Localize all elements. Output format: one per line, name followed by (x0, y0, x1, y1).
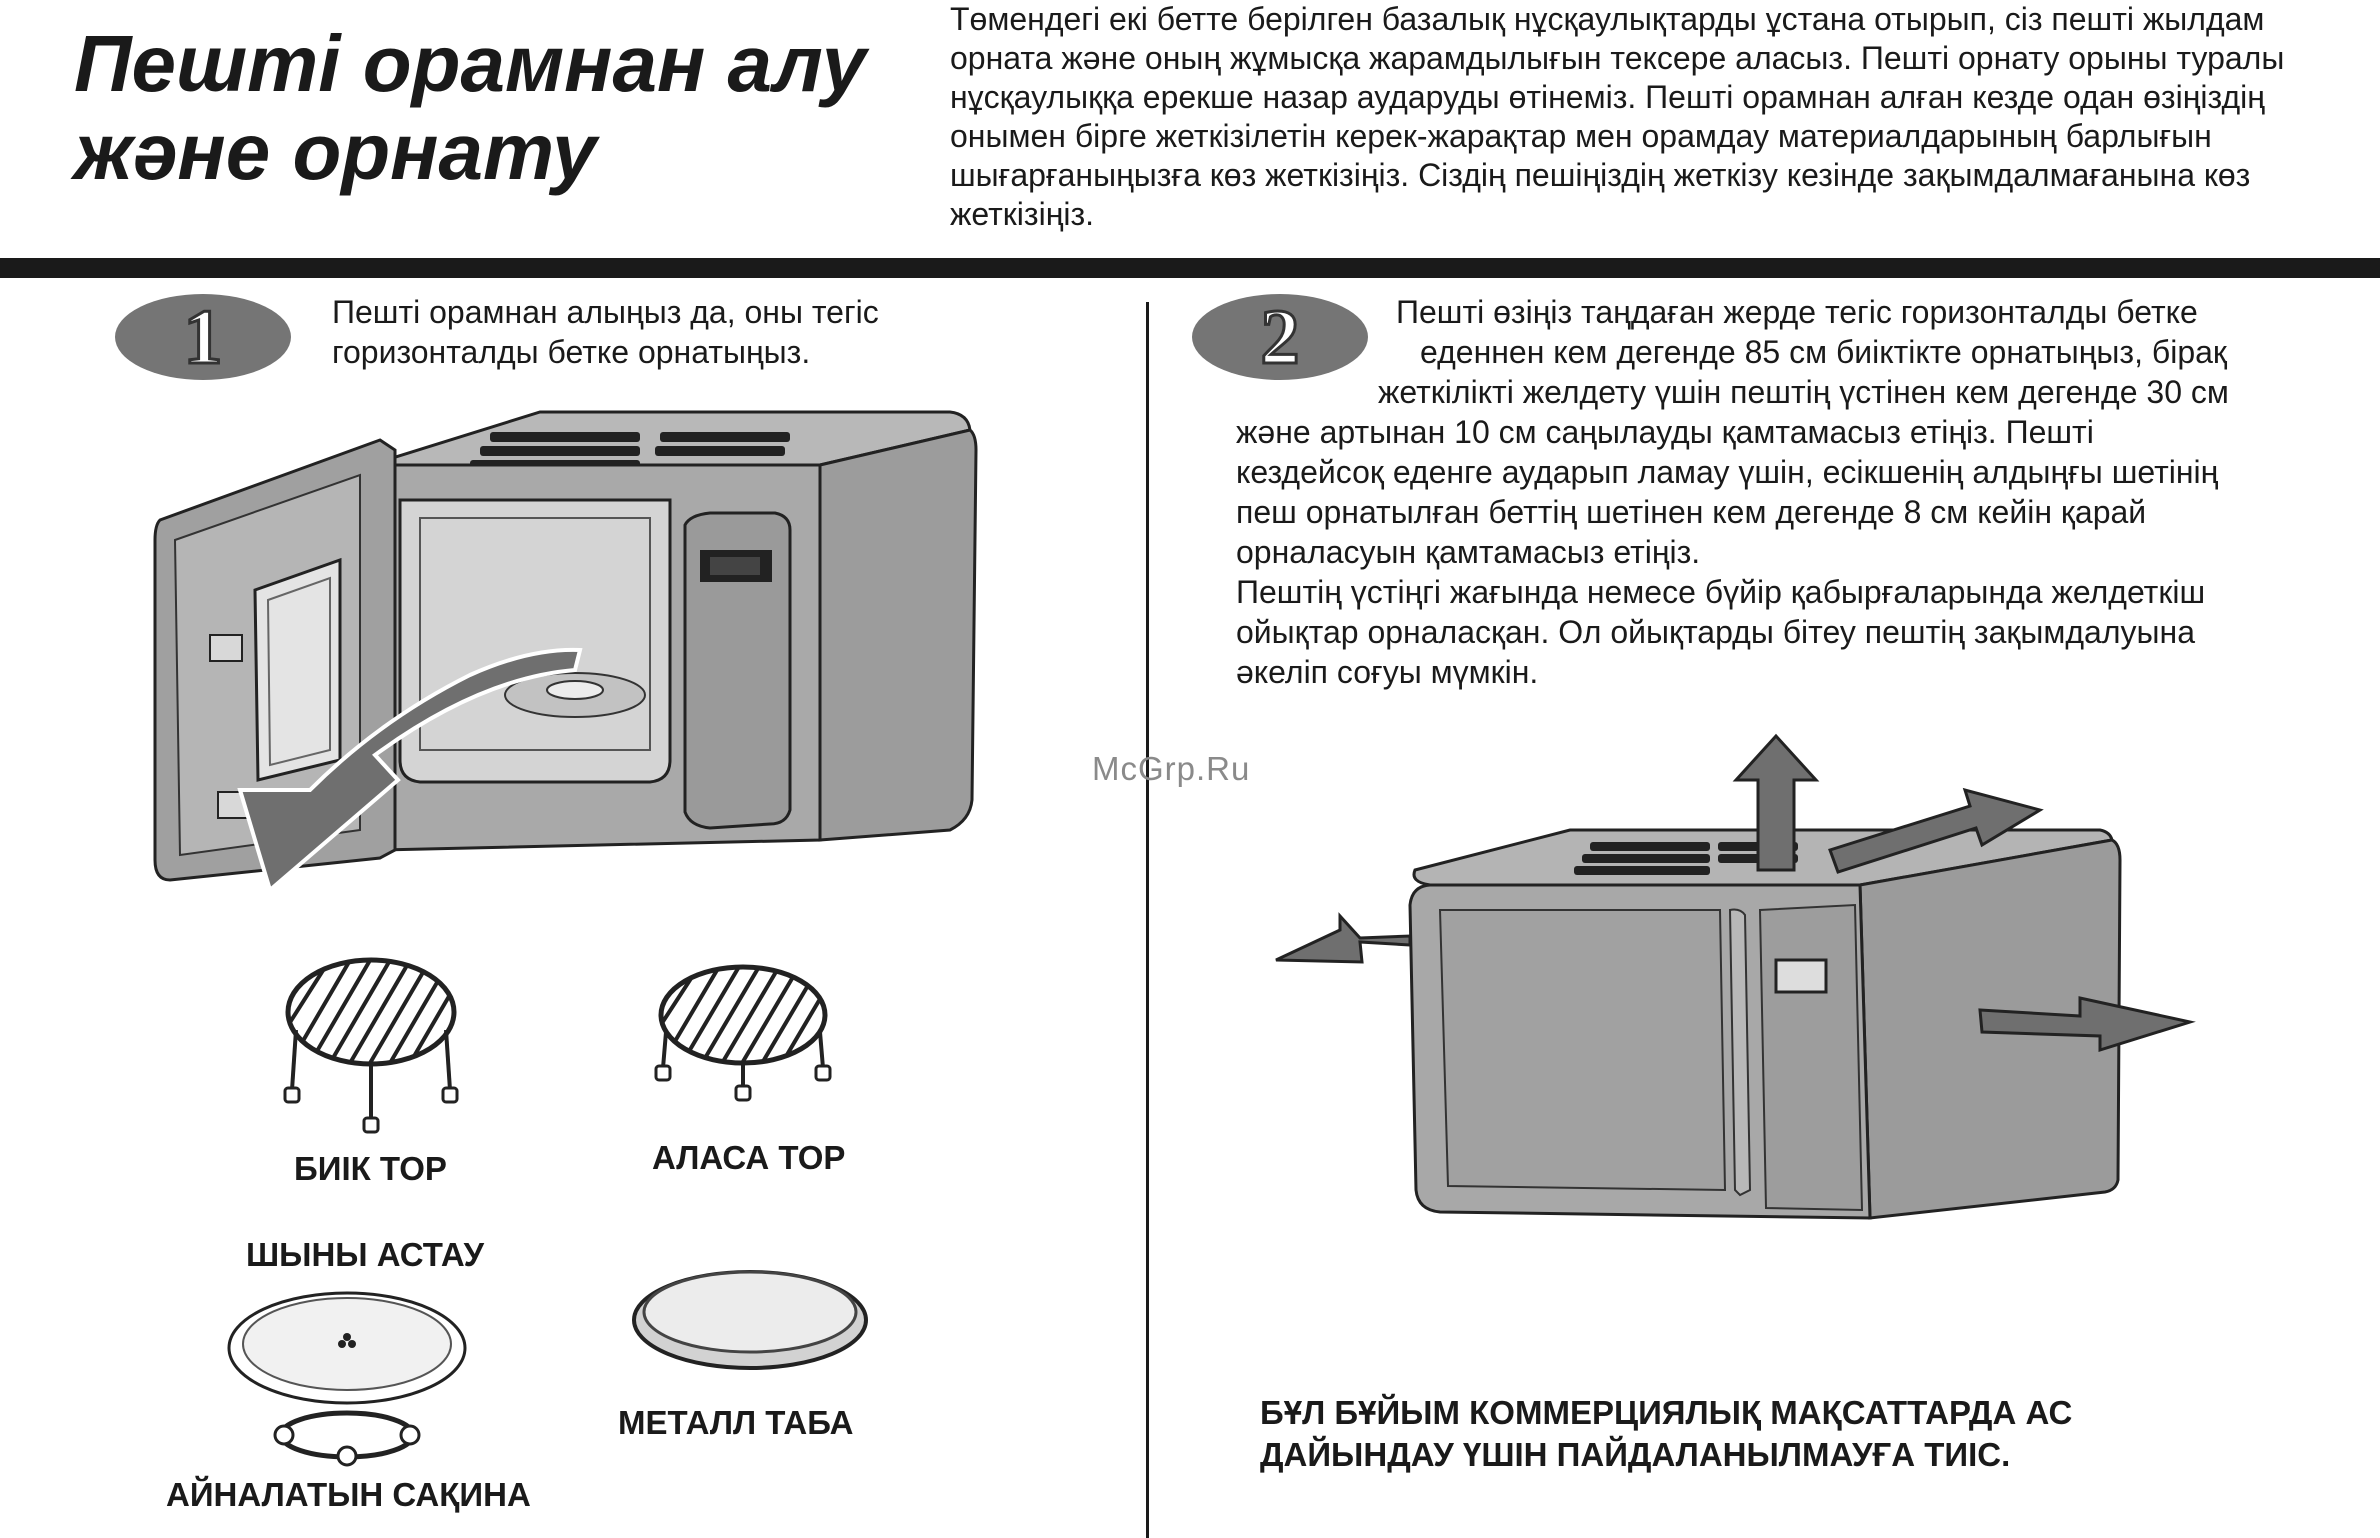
title-line-1: Пешті орамнан алу (74, 19, 867, 108)
step-2-line: ойықтар орналасқан. Ол ойықтарды бітеу п… (1236, 614, 2195, 650)
title-line-2: және орнату (74, 107, 597, 196)
step-2-line: Пешті өзіңіз таңдаған жерде тегіс горизо… (1396, 294, 2198, 330)
step-2-line: кездейсоқ еденге аударып ламау үшін, есі… (1236, 454, 2219, 490)
step-2-line: әкеліп соғуы мүмкін. (1236, 654, 1539, 690)
step-2-line: жеткілікті желдету үшін пештің үстінен к… (1378, 374, 2229, 410)
rotating-ring-illustration (273, 1410, 421, 1467)
open-microwave-illustration (153, 410, 978, 894)
column-divider (1146, 302, 1149, 1538)
closed-microwave-illustration (1275, 733, 2196, 1220)
step-2-text: Пешті өзіңіз таңдаған жерде тегіс горизо… (1236, 292, 2356, 692)
high-rack-illustration (283, 957, 459, 1134)
metal-pan-illustration (632, 1270, 868, 1370)
page-title: Пешті орамнан алу және орнату (74, 20, 914, 196)
warning-line: БҰЛ БҰЙЫМ КОММЕРЦИЯЛЫҚ МАҚСАТТАРДА АС (1260, 1394, 2073, 1431)
step-1-text: Пешті орамнан алыңыз да, оны тегіс гориз… (332, 294, 879, 370)
metal-pan-label: МЕТАЛЛ ТАБА (618, 1404, 854, 1441)
high-rack-label: БИІК ТОР (294, 1150, 447, 1187)
step-1-badge: 1 (115, 292, 291, 381)
header-rule (0, 258, 2380, 278)
step-2-line: Пештің үстіңгі жағында немесе бүйір қабы… (1236, 574, 2206, 610)
step-2-line: пеш орнатылған беттің шетінен кем дегенд… (1236, 494, 2147, 530)
step-2-line: орналасуын қамтамасыз етіңіз. (1236, 534, 1701, 570)
step-2-badge: 2 (1192, 292, 1368, 381)
commercial-use-warning: БҰЛ БҰЙЫМ КОММЕРЦИЯЛЫҚ МАҚСАТТАРДА АС ДА… (1260, 1392, 2260, 1476)
low-rack-illustration (654, 964, 832, 1102)
warning-line: ДАЙЫНДАУ ҮШІН ПАЙДАЛАНЫЛМАУҒА ТИІС. (1260, 1436, 2011, 1473)
intro-paragraph: Төмендегі екі бетте берілген базалық нұс… (950, 1, 2285, 232)
low-rack-label: АЛАСА ТОР (652, 1139, 846, 1176)
glass-tray-label: ШЫНЫ АСТАУ (246, 1236, 484, 1273)
step-2-line: және артынан 10 см саңылауды қамтамасыз … (1236, 414, 2094, 450)
rotating-ring-label: АЙНАЛАТЫН САҚИНА (166, 1476, 531, 1513)
watermark: McGrp.Ru (1092, 750, 1251, 787)
step-2-line: еденнен кем дегенде 85 см биіктікте орна… (1420, 334, 2227, 370)
glass-tray-illustration (227, 1291, 467, 1467)
